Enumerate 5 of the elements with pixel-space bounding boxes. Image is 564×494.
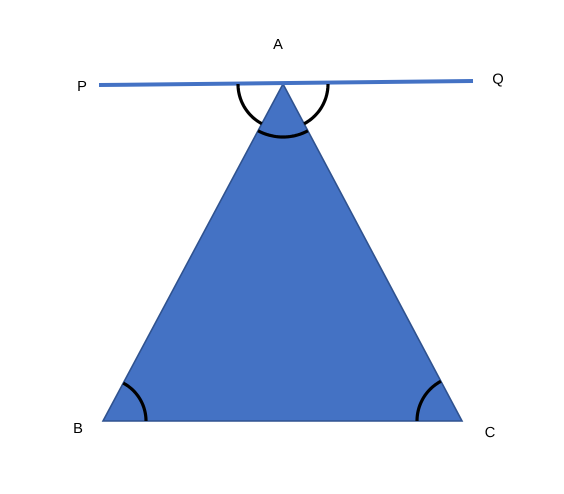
point-label: C	[485, 426, 495, 438]
point-label: A	[273, 38, 283, 50]
point-label: P	[78, 80, 86, 92]
point-label: Q	[493, 74, 503, 86]
point-label: B	[74, 422, 82, 434]
